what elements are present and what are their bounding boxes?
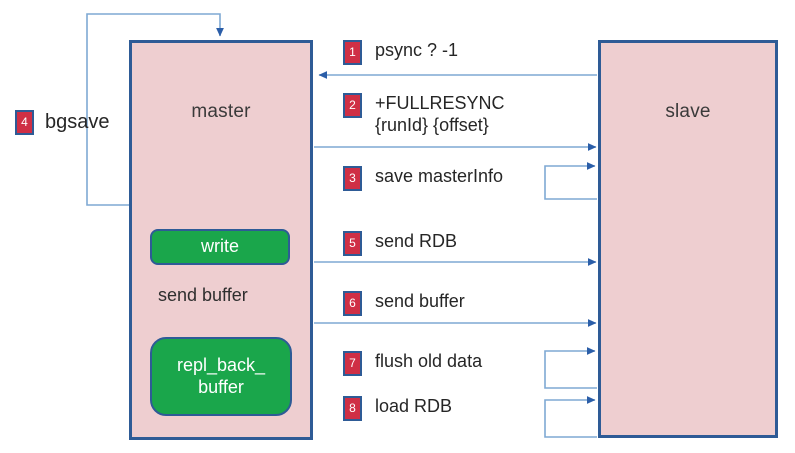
step-1-badge: 1 — [343, 40, 362, 65]
arrow-step-3 — [544, 162, 597, 200]
step-2: 2 +FULLRESYNC {runId} {offset} — [343, 93, 505, 137]
step-7-label: flush old data — [375, 351, 483, 371]
step-1-label: psync ? -1 — [375, 40, 459, 60]
step-5-label: send RDB — [375, 231, 458, 251]
step-6-label: send buffer — [375, 291, 465, 311]
step-6-badge: 6 — [343, 291, 362, 316]
arrow-step-7 — [544, 347, 597, 389]
node-repl-back-buffer[interactable]: repl_back_ buffer — [150, 337, 292, 416]
arrow-step-8 — [544, 396, 597, 438]
step-2-badge: 2 — [343, 93, 362, 118]
step-6: 6 send buffer — [343, 291, 465, 316]
step-3: 3 save masterInfo — [343, 166, 503, 191]
step-5-badge: 5 — [343, 231, 362, 256]
node-write-label: write — [200, 236, 239, 257]
node-slave[interactable]: slave — [598, 40, 778, 438]
step-8: 8 load RDB — [343, 396, 452, 421]
step-4: 4 bgsave — [15, 110, 110, 135]
step-4-badge: 4 — [15, 110, 34, 135]
node-repl-back-buffer-label: repl_back_ buffer — [176, 355, 266, 397]
step-3-badge: 3 — [343, 166, 362, 191]
step-2-label: +FULLRESYNC {runId} {offset} — [375, 93, 505, 135]
annotation-send-buffer: send buffer — [158, 285, 248, 305]
node-write[interactable]: write — [150, 229, 290, 265]
step-8-label: load RDB — [375, 396, 453, 416]
step-4-label: bgsave — [45, 111, 110, 133]
step-3-label: save masterInfo — [375, 166, 504, 186]
node-slave-label: slave — [665, 101, 711, 122]
step-7-badge: 7 — [343, 351, 362, 376]
node-master-label: master — [191, 101, 251, 122]
step-8-badge: 8 — [343, 396, 362, 421]
step-5: 5 send RDB — [343, 231, 457, 256]
step-1: 1 psync ? -1 — [343, 40, 458, 65]
step-7: 7 flush old data — [343, 351, 482, 376]
